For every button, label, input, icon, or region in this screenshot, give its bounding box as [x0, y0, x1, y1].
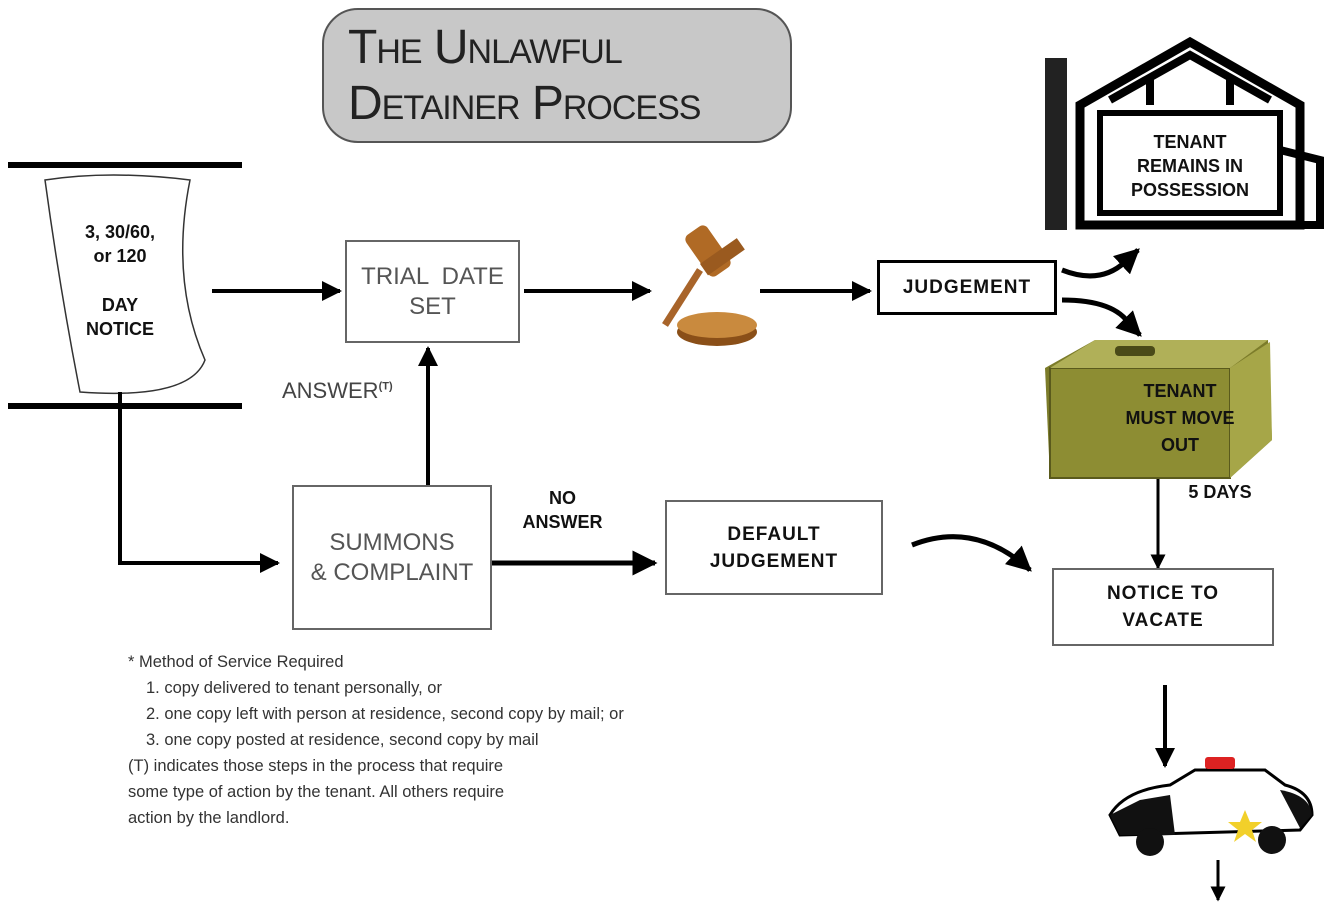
- judgement-label: JUDGEMENT: [902, 277, 1032, 298]
- judgement-box: JUDGEMENT: [877, 260, 1057, 315]
- curved-arrow-to-suitcase: [1061, 297, 1142, 337]
- notice-label: DAY NOTICE: [70, 293, 170, 341]
- no-answer-line-1: NO: [549, 488, 576, 508]
- no-answer-label: NO ANSWER: [505, 486, 620, 534]
- title-line-2: Detainer Process: [348, 77, 701, 130]
- notice-days-line-2: or 120: [93, 246, 147, 266]
- no-answer-line-2: ANSWER: [522, 512, 603, 532]
- summons-line-1: SUMMONS: [329, 528, 455, 556]
- suitcase-icon: [1045, 340, 1272, 479]
- notice-scroll-shape: [44, 174, 206, 395]
- gavel-icon: [662, 225, 757, 346]
- summons-line-2: & COMPLAINT: [310, 558, 474, 586]
- notice-vacate-line-1: NOTICE TO: [1106, 583, 1220, 604]
- curved-arrow-to-house: [1061, 248, 1140, 279]
- footnote-item: 3. one copy posted at residence, second …: [146, 731, 539, 749]
- notice-label-line-2: NOTICE: [85, 319, 154, 339]
- house-icon: [1045, 36, 1324, 230]
- trial-line-1: TRIAL DATE: [361, 262, 504, 290]
- curved-arrow-default-to-vacate: [911, 534, 1032, 572]
- five-days-label: 5 DAYS: [1188, 482, 1252, 502]
- notice-days: 3, 30/60, or 120: [70, 220, 170, 268]
- default-judgement-line-1: DEFAULT: [727, 523, 821, 545]
- answer-label: ANSWER(T): [282, 378, 393, 404]
- default-judgement-box: DEFAULT JUDGEMENT: [665, 500, 883, 595]
- footnote-note-line: some type of action by the tenant. All o…: [128, 783, 505, 801]
- footnote-item: 1. copy delivered to tenant personally, …: [146, 679, 442, 697]
- tenant-remains-line-2: REMAINS IN: [1136, 156, 1243, 176]
- title-line-1: The Unlawful: [348, 21, 623, 74]
- answer-text: ANSWER: [282, 378, 379, 403]
- trial-line-2: SET: [409, 292, 456, 320]
- summons-box: SUMMONS & COMPLAINT: [292, 485, 492, 630]
- tenant-remains-label: TENANT REMAINS IN POSSESSION: [1105, 130, 1275, 202]
- footnote-heading: * Method of Service Required: [128, 653, 344, 671]
- tenant-remains-line-3: POSSESSION: [1130, 180, 1250, 200]
- footnote: * Method of Service Required 1. copy del…: [128, 649, 624, 831]
- tenant-move-label: TENANT MUST MOVE OUT: [1105, 378, 1255, 459]
- tenant-move-line-1: TENANT: [1143, 381, 1217, 401]
- notice-vacate-line-2: VACATE: [1122, 610, 1204, 631]
- footnote-note-line: action by the landlord.: [128, 809, 290, 827]
- notice-to-vacate-box: NOTICE TO VACATE: [1052, 568, 1274, 646]
- default-judgement-line-2: JUDGEMENT: [709, 550, 839, 572]
- police-car-icon: [1108, 757, 1314, 856]
- tenant-move-line-2: MUST MOVE: [1125, 408, 1235, 428]
- title-box: The Unlawful Detainer Process: [322, 8, 792, 143]
- trial-date-box: TRIAL DATE SET: [345, 240, 520, 343]
- footnote-note-line: (T) indicates those steps in the process…: [128, 757, 504, 775]
- arrow-notice-to-summons: [118, 392, 280, 573]
- answer-sup: (T): [378, 380, 393, 393]
- tenant-move-line-3: OUT: [1161, 435, 1199, 455]
- tenant-remains-line-1: TENANT: [1153, 132, 1227, 152]
- footnote-item: 2. one copy left with person at residenc…: [146, 705, 624, 723]
- notice-label-line-1: DAY: [101, 295, 139, 315]
- notice-days-line-1: 3, 30/60,: [84, 222, 156, 242]
